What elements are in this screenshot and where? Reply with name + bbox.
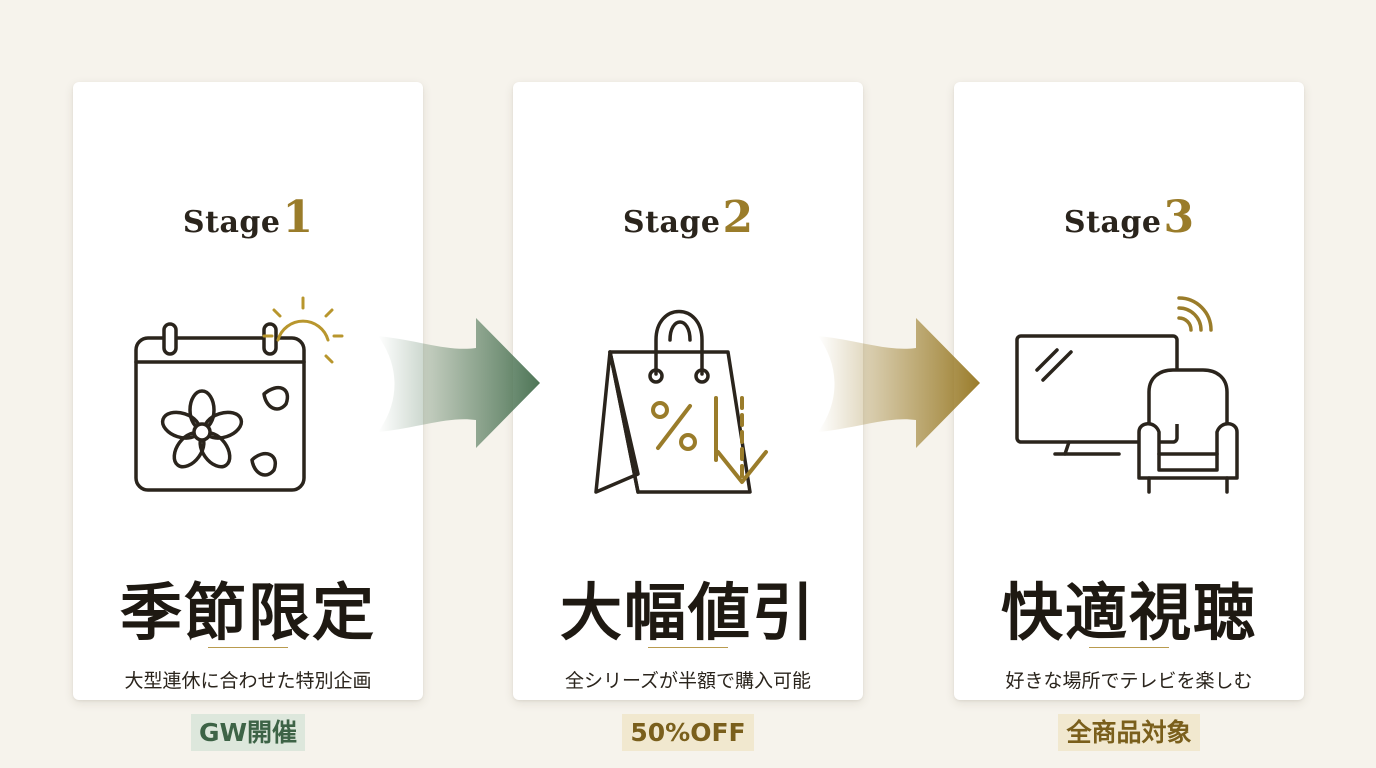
stage-badge: 50%OFF: [622, 714, 754, 751]
divider: [1089, 647, 1169, 648]
stage-label: Stage3: [954, 192, 1304, 243]
stage-description: 好きな場所でテレビを楽しむ: [1005, 670, 1253, 692]
stage-word: Stage: [1063, 205, 1162, 240]
stage-card-2: Stage2 大幅値引 全シリーズが半額で購入可能 50%OFF: [513, 82, 863, 751]
arrow-right-icon: [378, 318, 540, 448]
calendar-sakura-sun-icon: [134, 296, 344, 492]
divider: [208, 647, 288, 648]
stage-heading: 季節限定: [119, 576, 376, 649]
arrow-right-icon: [818, 318, 980, 448]
stage-badge: 全商品対象: [1058, 714, 1200, 751]
stage-word: Stage: [622, 205, 721, 240]
stage-card-3: Stage3 快適視聴 好きな場所でテレビを楽しむ 全商品対象: [954, 82, 1304, 751]
stage-word: Stage: [182, 205, 281, 240]
stage-badge: GW開催: [190, 714, 306, 751]
shopping-bag-percent-down-icon: [594, 309, 768, 494]
stage-description: 大型連休に合わせた特別企画: [124, 670, 372, 692]
stage-card-1: Stage1 季節限定 大型連休に合: [73, 82, 423, 751]
divider: [648, 647, 728, 648]
stage-label: Stage1: [73, 192, 423, 243]
stage-number: 3: [1163, 192, 1195, 243]
stage-number: 2: [722, 192, 754, 243]
stage-description: 全シリーズが半額で購入可能: [564, 670, 812, 692]
stage-heading: 大幅値引: [559, 576, 816, 649]
stage-label: Stage2: [513, 192, 863, 243]
stage-number: 1: [282, 192, 314, 243]
tv-armchair-wifi-icon: [1015, 296, 1239, 494]
stage-heading: 快適視聴: [1000, 576, 1257, 649]
